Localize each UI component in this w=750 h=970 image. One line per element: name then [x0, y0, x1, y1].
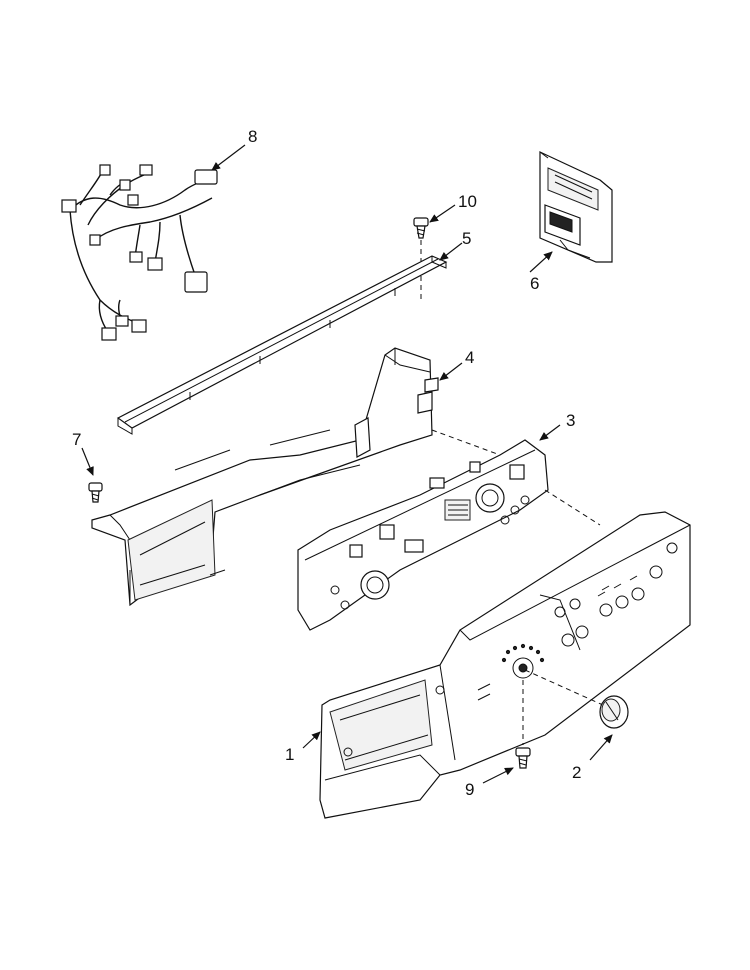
- callout-6: 6: [530, 274, 539, 293]
- callout-1: 1: [285, 745, 294, 764]
- callout-10: 10: [458, 192, 477, 211]
- callout-9: 9: [465, 780, 474, 799]
- console-frame[interactable]: [91, 347, 439, 607]
- callout-2: 2: [572, 763, 581, 782]
- screw-top[interactable]: [413, 217, 429, 239]
- callout-7: 7: [72, 430, 81, 449]
- callout-8: 8: [248, 127, 257, 146]
- console-panel[interactable]: [319, 511, 691, 819]
- control-module[interactable]: [539, 151, 613, 263]
- screw-bottom[interactable]: [515, 680, 531, 769]
- bracket-rail[interactable]: [116, 255, 448, 435]
- callout-3: 3: [566, 411, 575, 430]
- screw-left[interactable]: [88, 482, 103, 503]
- callout-labels: 8 10 5 6 4 3 7 1 2 9: [72, 127, 581, 799]
- wire-harness[interactable]: [61, 164, 218, 341]
- leader-arrows: [81, 144, 613, 784]
- callout-4: 4: [465, 348, 474, 367]
- interface-board[interactable]: [297, 439, 549, 631]
- control-knob[interactable]: [599, 695, 629, 729]
- callout-5: 5: [462, 229, 471, 248]
